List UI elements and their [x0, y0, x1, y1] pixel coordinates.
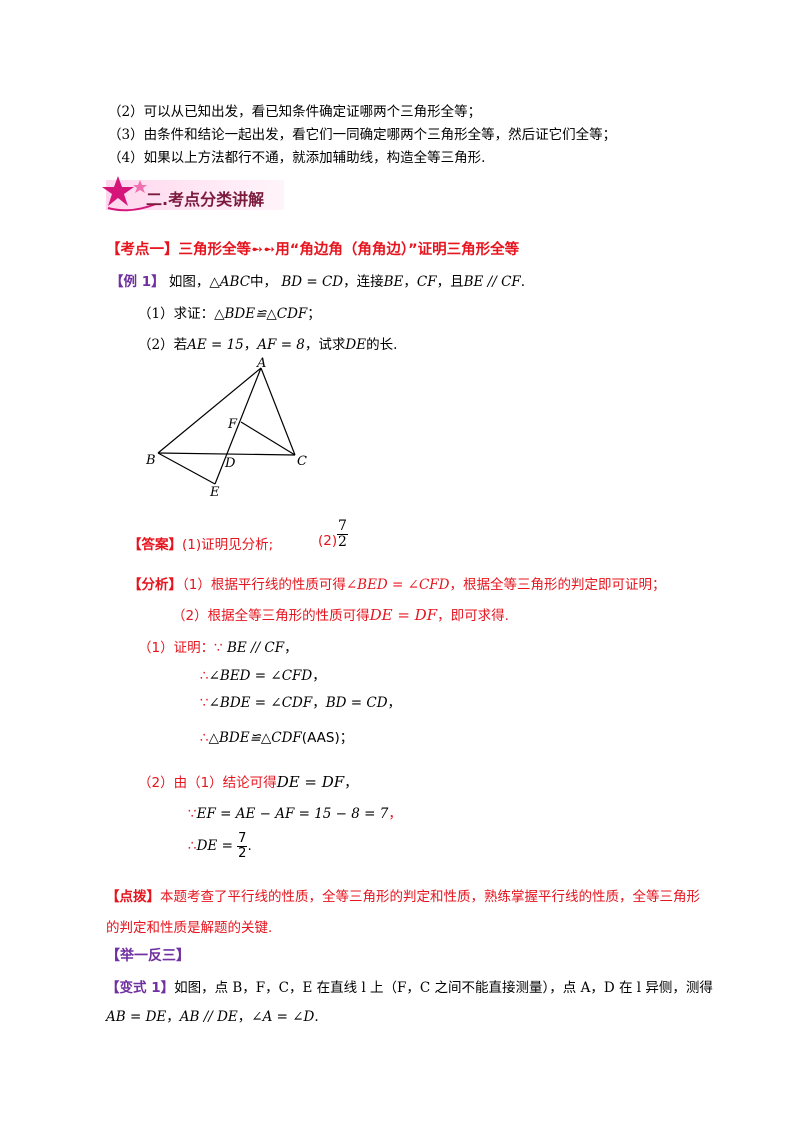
proof2-line-1: （2）由（1）结论可得DE = DF， [138, 773, 358, 791]
variant1-tag: 【变式 1】 [106, 980, 175, 996]
label-d: D [224, 456, 236, 471]
analysis-line-1: 【分析】（1）根据平行线的性质可得∠BED = ∠CFD，根据全等三角形的判定即… [128, 577, 666, 593]
answer-tag: 【答案】 [128, 537, 182, 553]
intro-line-3: （3）由条件和结论一起出发，看它们一同确定哪两个三角形全等，然后证它们全等； [108, 127, 617, 143]
line-ab [157, 367, 262, 454]
line-ae [214, 367, 262, 485]
answer-part2-prefix: (2) [318, 533, 338, 549]
hint-line-2: 的判定和性质是解题的关键. [106, 920, 273, 936]
label-f: F [227, 417, 238, 432]
intro-line-2: （2）可以从已知出发，看已知条件确定证哪两个三角形全等； [108, 104, 482, 120]
example1-tag: 【例 1】 [110, 274, 165, 290]
proof1-line-2: ∴∠BED = ∠CFD， [200, 668, 326, 684]
label-e: E [209, 485, 220, 500]
example1-stem: 【例 1】 如图，△ABC中， BD = CD，连接BE，CF，且BE // C… [110, 274, 526, 290]
triangle-figure: A B C D E F [145, 356, 307, 500]
analysis-line-2: （2）根据全等三角形的性质可得DE = DF，即可求得. [172, 606, 509, 624]
proof1-line-4: ∴△BDE≌△CDF(AAS)； [200, 730, 354, 746]
proof1-line-3: ∵∠BDE = ∠CDF，BD = CD， [200, 695, 402, 711]
intro-line-4: （4）如果以上方法都行不通，就添加辅助线，构造全等三角形. [108, 150, 486, 166]
section-title: 二.考点分类讲解 [146, 190, 265, 209]
line-cf [240, 421, 296, 456]
label-a: A [256, 356, 266, 371]
analysis-tag: 【分析】 [128, 577, 182, 593]
proof2-line-2: ∵EF = AE − AF = 15 − 8 = 7， [188, 806, 402, 822]
label-b: B [145, 453, 156, 468]
topic1-heading: 【考点一】三角形全等➻➻用“角边角（角角边）”证明三角形全等 [106, 242, 520, 258]
hint-line-1: 【点拨】本题考查了平行线的性质，全等三角形的判定和性质，熟练掌握平行线的性质，全… [106, 889, 700, 905]
example1-q1: （1）求证：△BDE≌△CDF； [138, 306, 321, 322]
line-ac [260, 367, 296, 456]
variant1-line-1: 【变式 1】如图，点 B，F，C，E 在直线 l 上（F，C 之间不能直接测量）… [106, 980, 713, 996]
line-be [157, 452, 216, 485]
label-c: C [297, 454, 307, 469]
star-icon [102, 176, 157, 212]
answer-line: 【答案】(1)证明见分析; [128, 537, 274, 553]
hint-tag: 【点拨】 [106, 889, 160, 905]
variant1-line-2: AB = DE，AB // DE，∠A = ∠D. [106, 1009, 319, 1025]
proof1-line-1: （1）证明：∵ BE // CF， [138, 640, 298, 656]
practice-title: 【举一反三】 [106, 948, 190, 964]
example1-q2: （2）若AE = 15，AF = 8，试求DE的长. [138, 337, 398, 353]
